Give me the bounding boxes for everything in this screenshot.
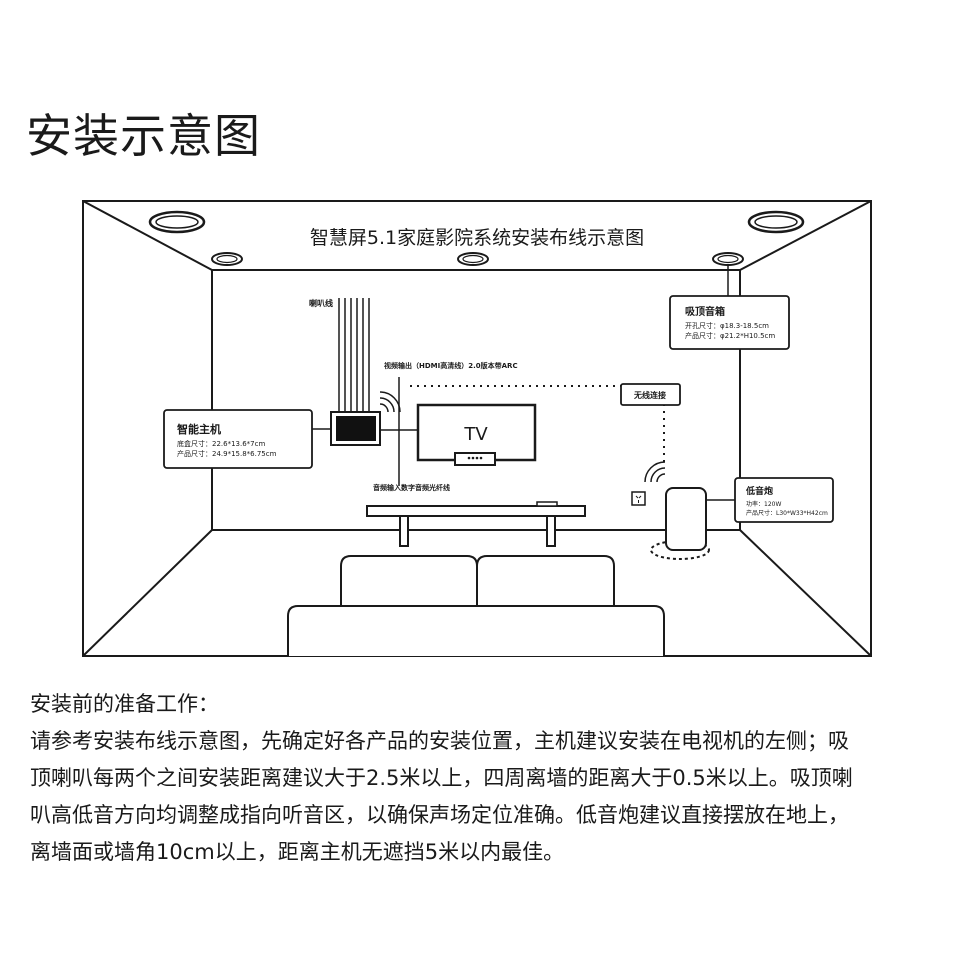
remote-control — [536, 501, 558, 507]
audio-in-label: 音频输入数字音频光纤线 — [373, 483, 450, 492]
subwoofer-spec-1: 功率：120W — [746, 500, 781, 508]
tv-indicator-dots — [467, 456, 483, 460]
wireless-signal-icon — [379, 391, 401, 413]
subwoofer-spec-2: 产品尺寸：L30*W33*H42cm — [746, 509, 828, 517]
tv-stand — [454, 452, 496, 466]
subwoofer-signal-icon — [644, 461, 666, 483]
preparation-line-3: 叭高低音方向均调整成指向听音区，以确保声场定位准确。低音炮建议直接摆放在地上， — [30, 803, 849, 827]
host-spec-1: 底盒尺寸：22.6*13.6*7cm — [177, 439, 265, 448]
tv-screen — [416, 403, 537, 462]
page-title: 安装示意图 — [26, 109, 261, 163]
ceiling-speaker-info-card: 吸顶音箱 开孔尺寸：φ18.3-18.5cm 产品尺寸：φ21.2*H10.5c… — [669, 295, 790, 350]
tv-console — [366, 505, 586, 517]
preparation-line-2: 顶喇叭每两个之间安装距离建议大于2.5米以上，四周离墙的距离大于0.5米以上。吸… — [30, 766, 853, 790]
wireless-connection-box — [620, 383, 681, 406]
ceiling-speaker-spec-1: 开孔尺寸：φ18.3-18.5cm — [685, 321, 769, 330]
speaker-wire-label: 喇叭线 — [309, 298, 333, 308]
speaker-wires — [338, 298, 370, 414]
preparation-section: 安装前的准备工作： 请参考安装布线示意图，先确定好各产品的安装位置，主机建议安装… — [30, 686, 950, 871]
back-wall — [211, 269, 741, 531]
smart-host-info-card: 智能主机 底盒尺寸：22.6*13.6*7cm 产品尺寸：24.9*15.8*6… — [163, 409, 313, 469]
subwoofer-floor-area — [650, 540, 710, 560]
smart-host-device — [336, 416, 376, 441]
wireless-label: 无线连接 — [633, 390, 666, 400]
preparation-heading: 安装前的准备工作： — [30, 692, 219, 716]
preparation-line-1: 请参考安装布线示意图，先确定好各产品的安装位置，主机建议安装在电视机的左侧；吸 — [30, 729, 849, 753]
socket-holes — [635, 495, 642, 503]
ceiling-speaker-icon — [148, 210, 805, 266]
tv-label: TV — [463, 424, 488, 445]
host-name: 智能主机 — [177, 422, 221, 436]
subwoofer — [665, 487, 707, 551]
diagram-title: 智慧屏5.1家庭影院系统安装布线示意图 — [310, 227, 644, 249]
sofa — [287, 555, 665, 656]
ceiling-speaker-spec-2: 产品尺寸：φ21.2*H10.5cm — [685, 331, 775, 340]
preparation-line-4: 离墙面或墙角10cm以上，距离主机无遮挡5米以内最佳。 — [30, 840, 565, 864]
wall-socket-icon — [631, 491, 646, 506]
video-out-label: 视频输出（HDMI高清线）2.0版本带ARC — [384, 361, 518, 370]
subwoofer-name: 低音炮 — [745, 485, 773, 497]
ceiling-speaker-name: 吸顶音箱 — [685, 305, 725, 318]
host-spec-2: 产品尺寸：24.9*15.8*6.75cm — [177, 449, 277, 458]
subwoofer-info-card: 低音炮 功率：120W 产品尺寸：L30*W33*H42cm — [734, 477, 834, 523]
